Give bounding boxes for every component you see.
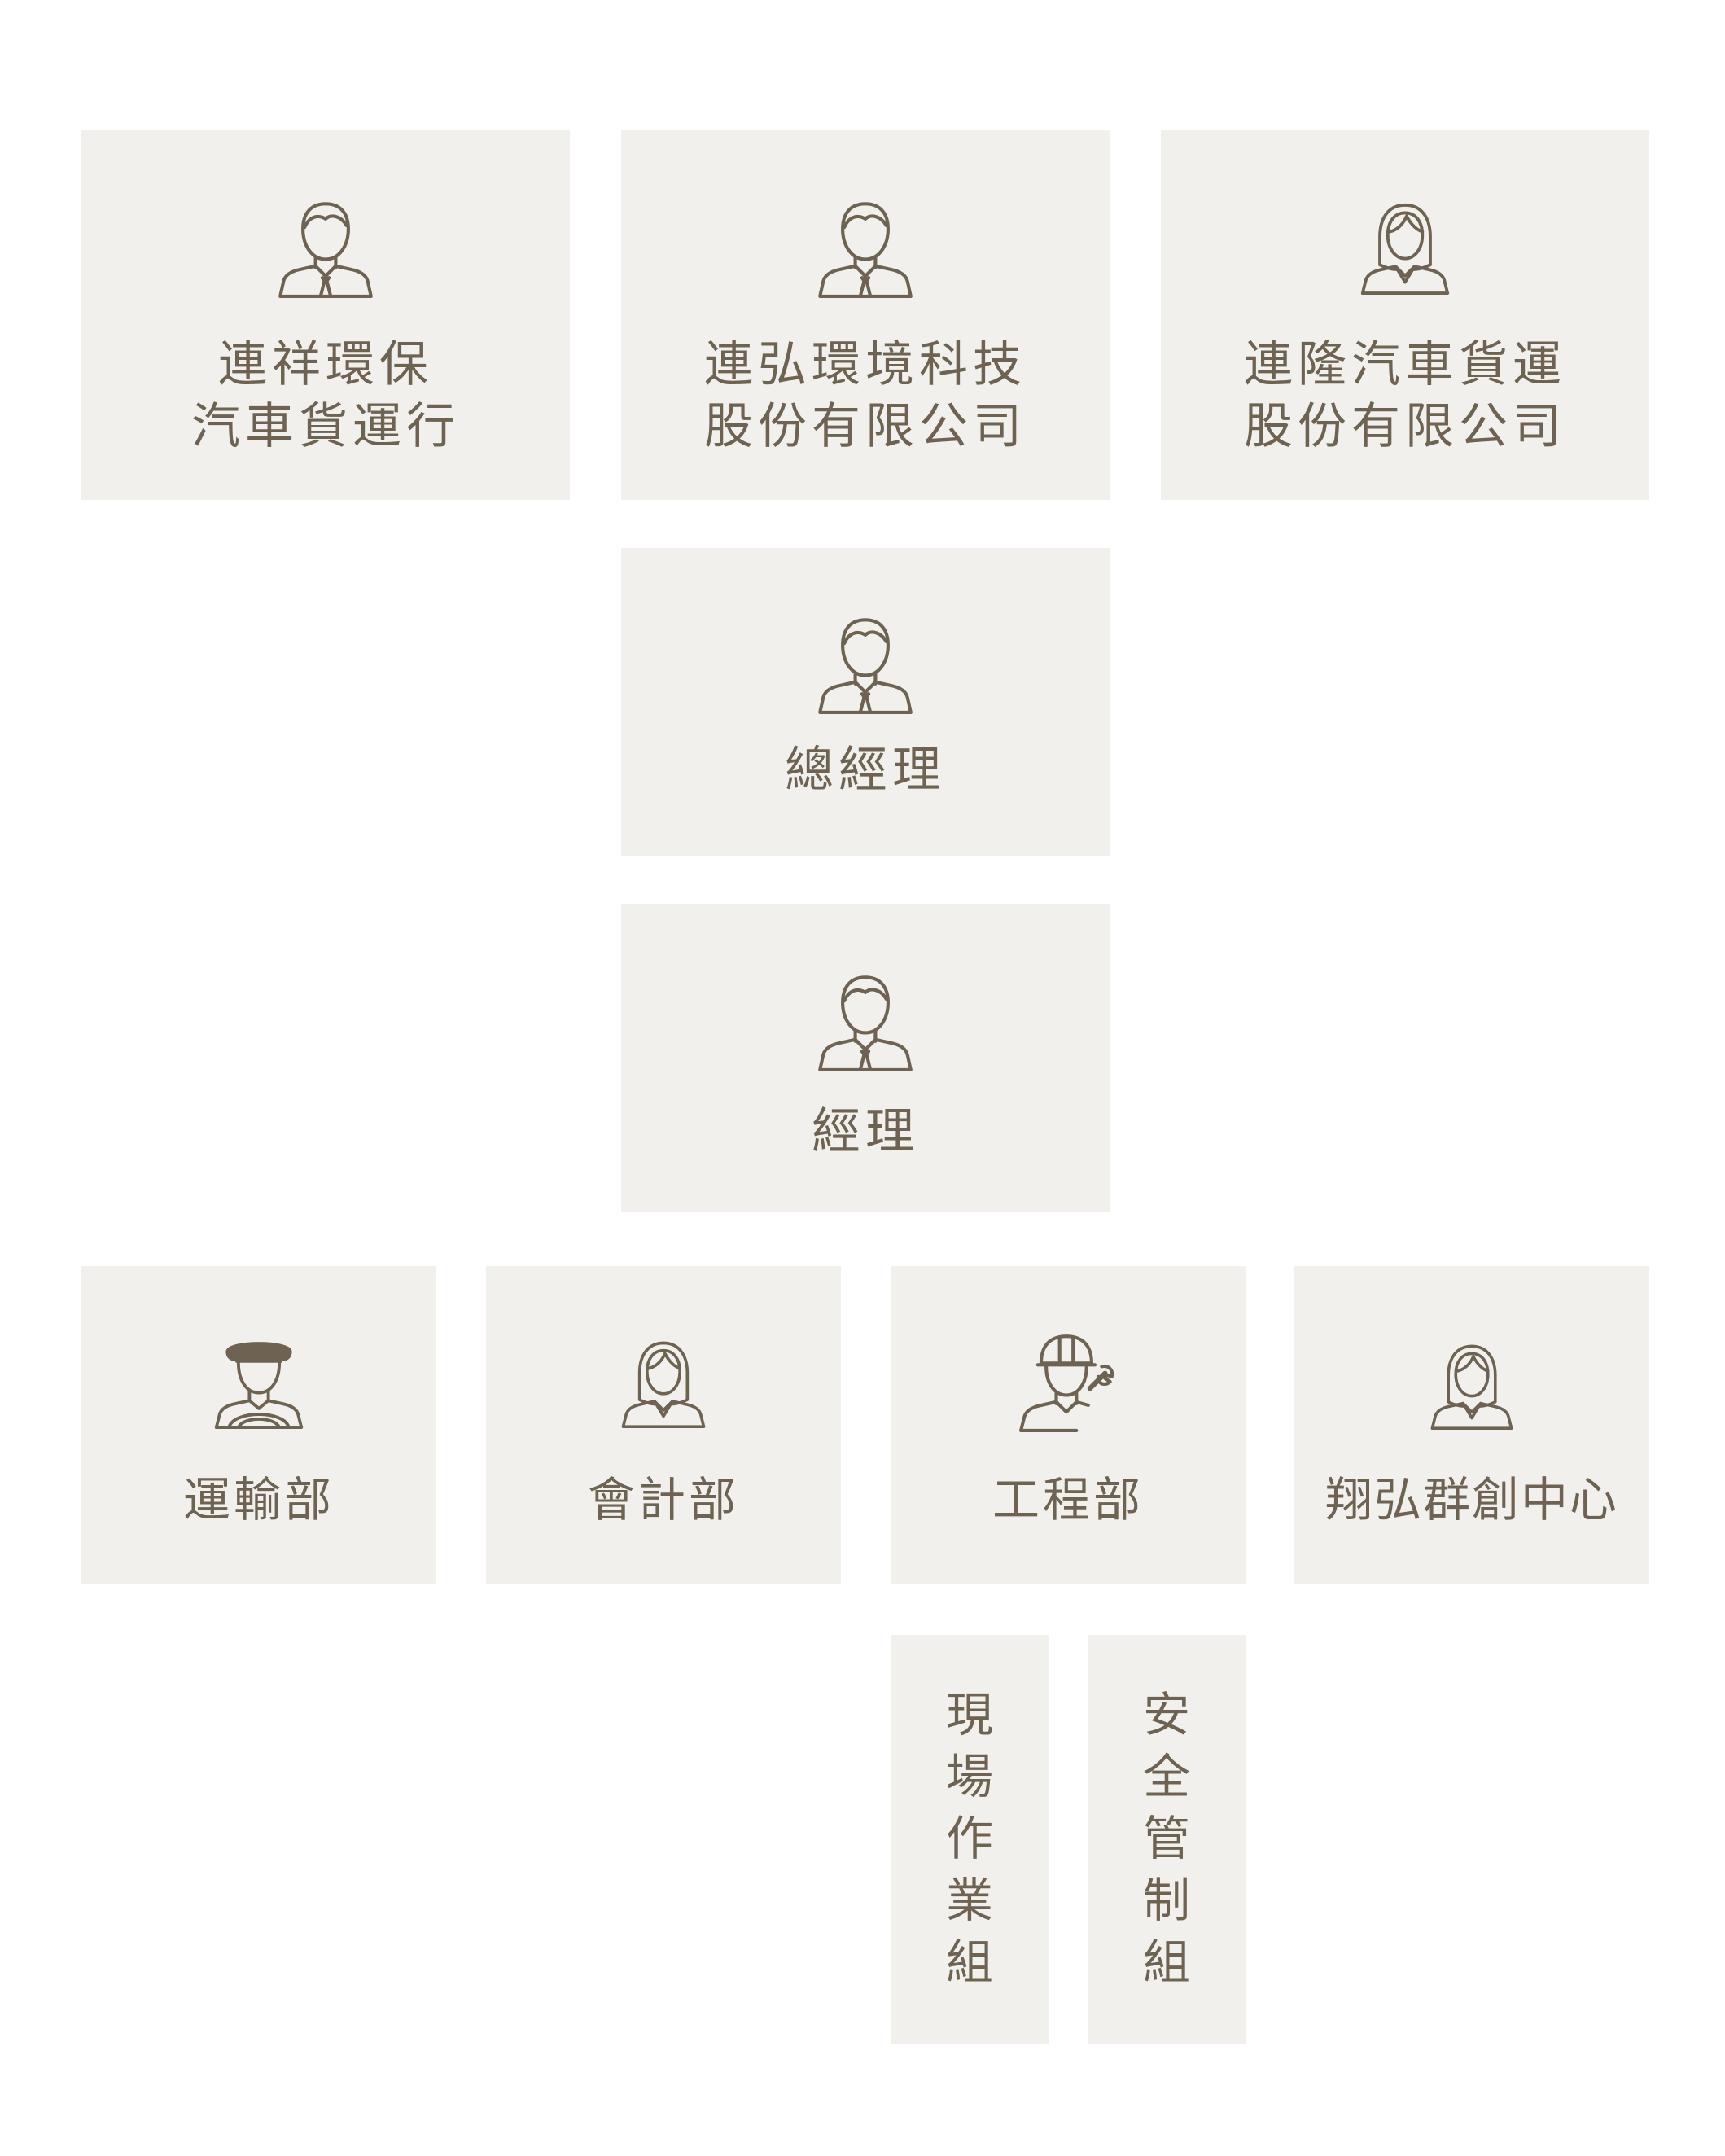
company-name: 連隆汽車貨運 股份有限公司 [1244, 336, 1566, 455]
sub-unit-char: 安 [1142, 1687, 1190, 1742]
department-label: 工程部 [992, 1472, 1144, 1527]
sub-unit-char: 組 [1142, 1935, 1190, 1990]
department-label: 會計部 [587, 1472, 739, 1527]
manager-label: 經理 [812, 1103, 919, 1160]
sub-unit-char: 場 [945, 1749, 993, 1804]
company-box-3: 連隆汽車貨運 股份有限公司 [1161, 130, 1649, 500]
company-name: 連弘環境科技 股份有限公司 [704, 336, 1027, 455]
department-label: 翔弘群創中心 [1324, 1472, 1618, 1527]
sub-unit-char: 現 [945, 1687, 993, 1742]
engineer-icon [1018, 1331, 1119, 1432]
woman-icon [1428, 1338, 1516, 1434]
sub-unit-char: 組 [945, 1935, 993, 1990]
sub-unit-label: 現場作業組 [891, 1684, 1049, 1993]
manager-box: 經理 [621, 904, 1110, 1212]
department-label: 運輸部 [182, 1472, 335, 1527]
sub-unit-label: 安全管制組 [1088, 1684, 1246, 1993]
general-manager-box: 總經理 [621, 548, 1110, 856]
businessman-icon [815, 197, 916, 298]
company-box-2: 連弘環境科技 股份有限公司 [621, 130, 1110, 500]
department-box-innovation-center: 翔弘群創中心 [1294, 1266, 1649, 1584]
company-name: 連祥環保 汽車貨運行 [191, 336, 460, 455]
sub-unit-char: 全 [1142, 1749, 1190, 1804]
businessman-icon [815, 971, 916, 1071]
department-box-accounting: 會計部 [486, 1266, 841, 1584]
businessman-icon [275, 197, 376, 298]
sub-unit-char: 管 [1142, 1811, 1190, 1866]
company-box-1: 連祥環保 汽車貨運行 [81, 130, 570, 500]
department-box-engineering: 工程部 [891, 1266, 1246, 1584]
general-manager-label: 總經理 [785, 742, 946, 799]
sub-unit-box-field-operations: 現場作業組 [891, 1635, 1049, 2044]
sub-unit-char: 業 [945, 1873, 993, 1928]
businesswoman-icon [1358, 197, 1452, 298]
sub-unit-char: 作 [945, 1811, 993, 1866]
sub-unit-char: 制 [1142, 1873, 1190, 1928]
department-box-transport: 運輸部 [81, 1266, 436, 1584]
driver-icon [212, 1331, 306, 1432]
sub-unit-box-safety-control: 安全管制組 [1088, 1635, 1246, 2044]
businessman-icon [815, 613, 916, 714]
woman-icon [619, 1334, 708, 1432]
